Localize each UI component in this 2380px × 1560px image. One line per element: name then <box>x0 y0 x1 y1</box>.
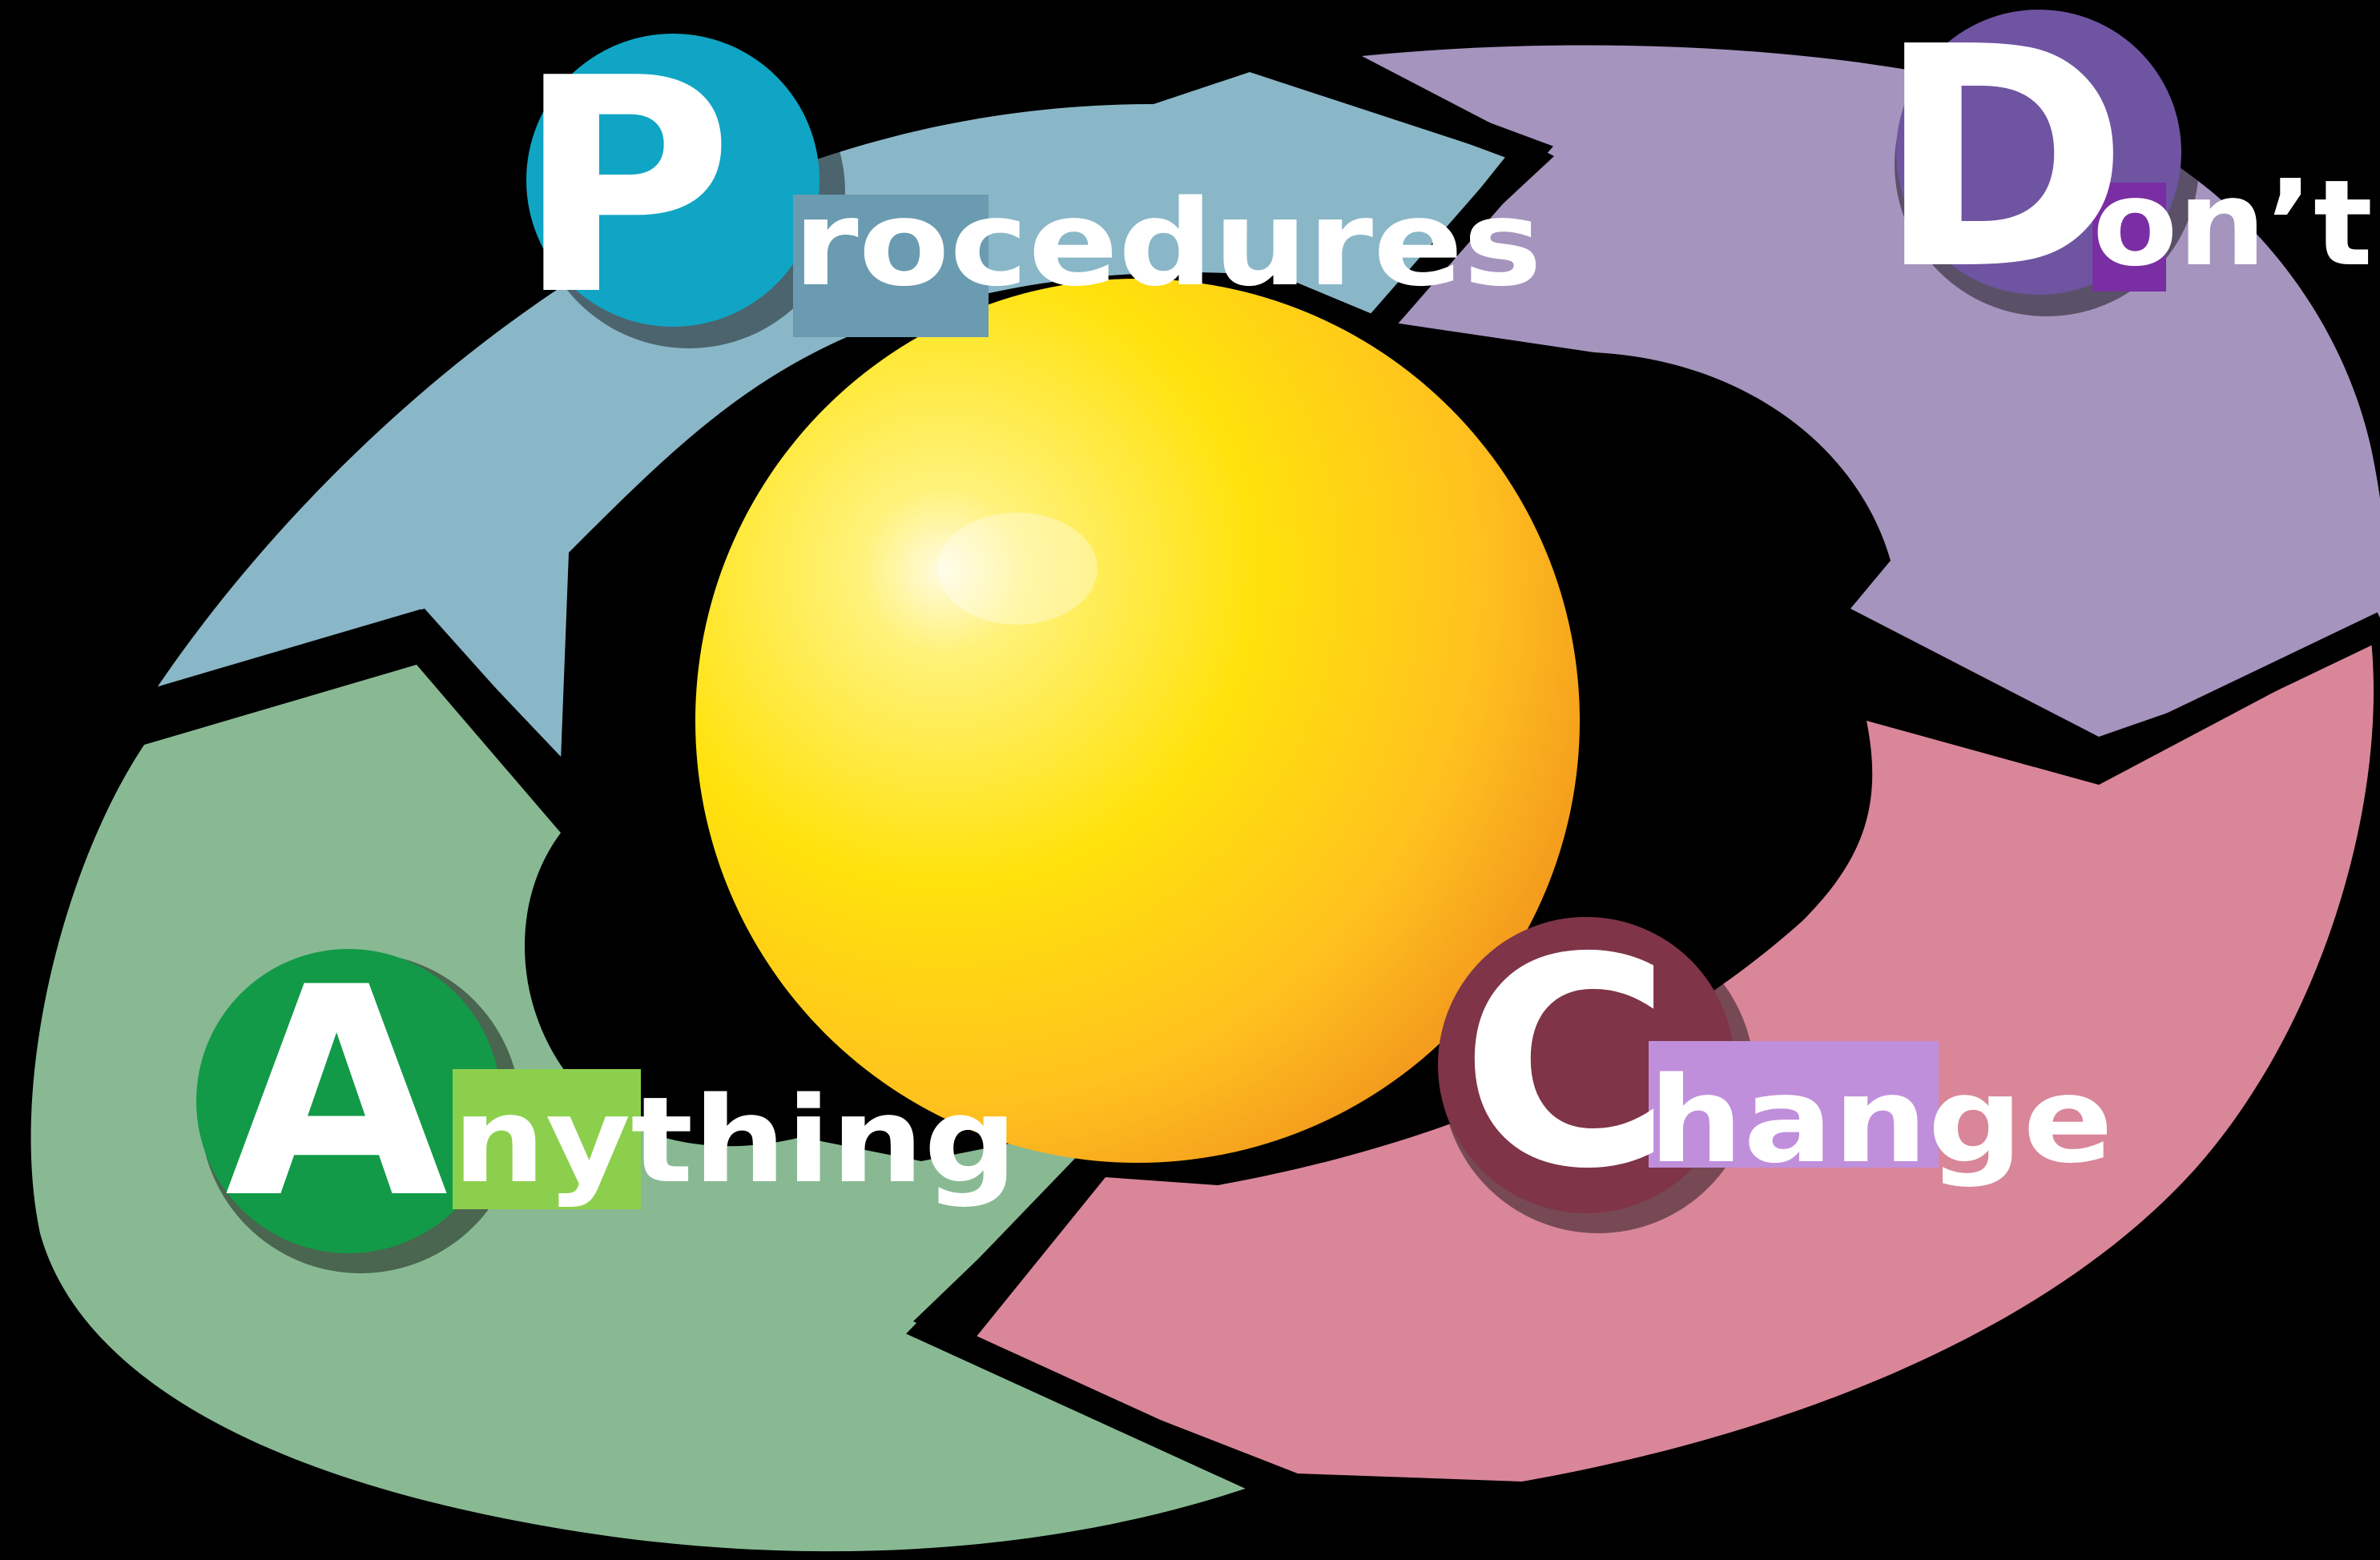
p-word-highlight <box>793 195 989 337</box>
separator-c-a <box>906 1104 1304 1510</box>
a-letter: A <box>225 926 450 1261</box>
stage-dont: D on’t <box>1876 0 2373 336</box>
c-word: hange <box>1649 1051 2113 1189</box>
separator-p-d <box>1245 35 1554 354</box>
a-word-highlight <box>453 1069 641 1209</box>
d-word-highlight <box>2092 183 2166 291</box>
d-word: on’t <box>2092 155 2373 292</box>
center-sphere <box>695 279 1580 1163</box>
c-letter: C <box>1460 896 1672 1232</box>
p-badge <box>526 34 820 327</box>
a-badge <box>196 949 501 1253</box>
sphere-highlight <box>937 513 1097 625</box>
arrow-procedures <box>156 72 1506 761</box>
c-word-highlight <box>1649 1041 1939 1168</box>
stage-anything: A nything <box>196 926 1017 1273</box>
stage-change: C hange <box>1438 896 2113 1233</box>
p-letter: P <box>516 16 733 360</box>
d-letter: D <box>1876 0 2128 336</box>
arrow-anything <box>30 665 1266 1552</box>
a-word: nything <box>453 1071 1017 1209</box>
separator-d-c <box>1827 605 2380 777</box>
separator-a-p <box>140 609 579 794</box>
stage-procedures: P rocedures <box>516 16 1542 360</box>
p-word: rocedures <box>793 175 1542 312</box>
